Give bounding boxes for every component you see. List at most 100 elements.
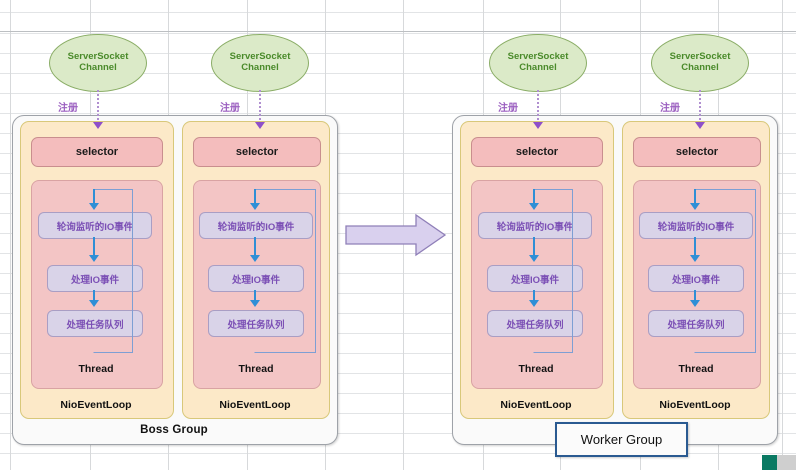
grid-row-line bbox=[0, 193, 796, 194]
worker-serversocketchannel-0: ServerSocket Channel bbox=[489, 34, 587, 92]
worker-register-arrow-1 bbox=[695, 122, 705, 129]
boss-register-label-1: 注册 bbox=[220, 103, 240, 114]
grid-row-line bbox=[0, 353, 796, 354]
worker-register-arrow-0 bbox=[533, 122, 543, 129]
channel-label-line2: Channel bbox=[681, 62, 719, 73]
channel-label-line2: Channel bbox=[79, 62, 117, 73]
grid-row-line bbox=[0, 273, 796, 274]
boss-register-arrow-1 bbox=[255, 122, 265, 129]
channel-label-line2: Channel bbox=[241, 62, 279, 73]
worker-step-0-2: 处理任务队列 bbox=[487, 310, 583, 337]
worker-loop-line-0 bbox=[533, 189, 573, 353]
worker-loop-arrow-0 bbox=[529, 203, 539, 210]
channel-label-line2: Channel bbox=[519, 62, 557, 73]
worker-flow-0-a bbox=[533, 237, 535, 257]
worker-loop-line-1 bbox=[694, 189, 756, 353]
boss-loop-arrow-1 bbox=[250, 203, 260, 210]
boss-thread-0-label: Thread bbox=[78, 363, 114, 375]
boss-flow-1-a bbox=[254, 237, 256, 257]
worker-loop-entry-0 bbox=[533, 189, 535, 207]
worker-flow-arrow-1-a bbox=[690, 255, 700, 262]
grid-row-line bbox=[0, 293, 796, 294]
worker-eventloop-1-label: NioEventLoop bbox=[659, 399, 731, 411]
status-chip-teal bbox=[762, 455, 777, 470]
boss-step-1-0: 轮询监听的IO事件 bbox=[199, 212, 313, 239]
channel-label-line1: ServerSocket bbox=[229, 51, 291, 63]
grid-row-line bbox=[0, 53, 796, 54]
worker-step-1-1: 处理IO事件 bbox=[648, 265, 744, 292]
worker-step-0-0: 轮询监听的IO事件 bbox=[478, 212, 592, 239]
grid-row-line bbox=[0, 153, 796, 154]
boss-selector-1: selector bbox=[193, 137, 321, 167]
worker-flow-1-a bbox=[694, 237, 696, 257]
boss-step-0-1: 处理IO事件 bbox=[47, 265, 143, 292]
grid-row-line bbox=[0, 253, 796, 254]
channel-label-line1: ServerSocket bbox=[669, 51, 731, 63]
boss-eventloop-0-label: NioEventLoop bbox=[60, 399, 132, 411]
worker-selector-1: selector bbox=[633, 137, 761, 167]
boss-register-arrow-0 bbox=[93, 122, 103, 129]
boss-loop-entry-0 bbox=[93, 189, 95, 207]
worker-selector-0: selector bbox=[471, 137, 603, 167]
grid-row-line bbox=[0, 93, 796, 94]
worker-step-0-1: 处理IO事件 bbox=[487, 265, 583, 292]
boss-flow-0-b bbox=[93, 290, 95, 302]
worker-eventloop-0-label: NioEventLoop bbox=[500, 399, 572, 411]
boss-register-dash-1 bbox=[259, 90, 261, 124]
boss-flow-arrow-1-a bbox=[250, 255, 260, 262]
status-chip-gray bbox=[777, 455, 796, 470]
grid-row-line bbox=[0, 213, 796, 214]
worker-loop-entry-1 bbox=[694, 189, 696, 207]
grid-row-line bbox=[0, 133, 796, 134]
worker-thread-1-label: Thread bbox=[678, 363, 714, 375]
boss-eventloop-1-label: NioEventLoop bbox=[219, 399, 291, 411]
grid-row-line bbox=[0, 393, 796, 394]
boss-loop-arrow-0 bbox=[89, 203, 99, 210]
worker-serversocketchannel-1: ServerSocket Channel bbox=[651, 34, 749, 92]
grid-row-line bbox=[0, 413, 796, 414]
worker-step-1-2: 处理任务队列 bbox=[648, 310, 744, 337]
channel-label-line1: ServerSocket bbox=[67, 51, 129, 63]
grid-row-line bbox=[0, 333, 796, 334]
channel-label-line1: ServerSocket bbox=[507, 51, 569, 63]
boss-thread-1-label: Thread bbox=[238, 363, 274, 375]
worker-group-callout[interactable]: Worker Group bbox=[555, 422, 688, 457]
grid-row-line bbox=[0, 433, 796, 434]
boss-register-dash-0 bbox=[97, 90, 99, 124]
worker-flow-arrow-0-b bbox=[529, 300, 539, 307]
boss-selector-0: selector bbox=[31, 137, 163, 167]
boss-step-0-2: 处理任务队列 bbox=[47, 310, 143, 337]
grid-col-line bbox=[782, 0, 783, 470]
boss-register-label-0: 注册 bbox=[58, 103, 78, 114]
boss-flow-0-a bbox=[93, 237, 95, 257]
worker-loop-arrow-1 bbox=[690, 203, 700, 210]
boss-step-1-2: 处理任务队列 bbox=[208, 310, 304, 337]
transition-arrow bbox=[345, 213, 447, 257]
boss-flow-arrow-0-a bbox=[89, 255, 99, 262]
grid-row-line bbox=[0, 453, 796, 454]
boss-flow-arrow-0-b bbox=[89, 300, 99, 307]
worker-flow-arrow-1-b bbox=[690, 300, 700, 307]
boss-loop-line-1 bbox=[254, 189, 316, 353]
grid-header-line bbox=[0, 31, 796, 32]
boss-serversocketchannel-1: ServerSocket Channel bbox=[211, 34, 309, 92]
boss-flow-arrow-1-b bbox=[250, 300, 260, 307]
worker-register-label-1: 注册 bbox=[660, 103, 680, 114]
boss-step-1-1: 处理IO事件 bbox=[208, 265, 304, 292]
grid-col-line bbox=[10, 0, 11, 470]
boss-flow-1-b bbox=[254, 290, 256, 302]
grid-row-line bbox=[0, 12, 796, 13]
grid-row-line bbox=[0, 313, 796, 314]
grid-row-line bbox=[0, 73, 796, 74]
boss-loop-entry-1 bbox=[254, 189, 256, 207]
grid-row-line bbox=[0, 373, 796, 374]
boss-group-label: Boss Group bbox=[140, 424, 208, 436]
boss-loop-line-0 bbox=[93, 189, 133, 353]
boss-serversocketchannel-0: ServerSocket Channel bbox=[49, 34, 147, 92]
worker-flow-1-b bbox=[694, 290, 696, 302]
worker-thread-0-label: Thread bbox=[518, 363, 554, 375]
boss-step-0-0: 轮询监听的IO事件 bbox=[38, 212, 152, 239]
grid-row-line bbox=[0, 173, 796, 174]
worker-register-dash-1 bbox=[699, 90, 701, 124]
